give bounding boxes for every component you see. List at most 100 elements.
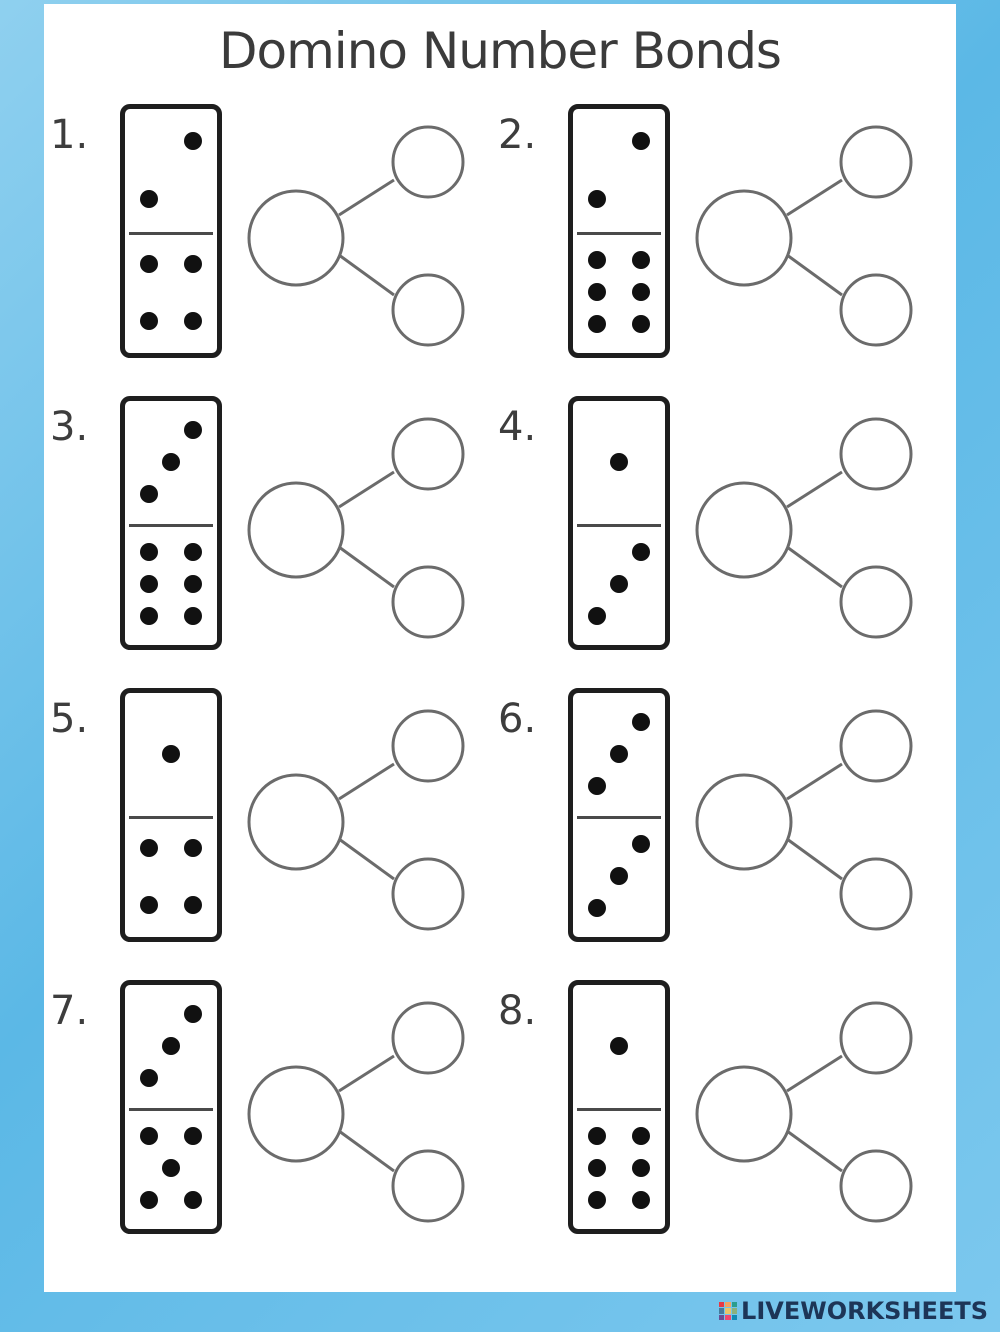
domino-pip <box>183 312 202 331</box>
domino-pip <box>588 250 607 269</box>
whole-circle[interactable] <box>695 481 793 579</box>
number-bond-diagram <box>247 1001 465 1223</box>
number-bond-diagram <box>695 1001 913 1223</box>
domino-pip <box>162 745 180 763</box>
part-circle-top[interactable] <box>839 709 913 783</box>
domino-pip <box>610 575 628 593</box>
domino-pip <box>162 453 180 471</box>
worksheet: Domino Number Bonds 1.2.3.4.5.6.7.8. <box>44 4 956 1292</box>
number-bond-diagram <box>247 125 465 347</box>
whole-circle[interactable] <box>695 189 793 287</box>
domino-tile <box>568 688 670 942</box>
domino-pip <box>631 542 650 561</box>
problem-number: 4. <box>498 404 537 450</box>
domino-pip <box>631 283 650 301</box>
part-circle-bottom[interactable] <box>839 1149 913 1223</box>
domino-divider <box>129 232 213 235</box>
part-circle-top[interactable] <box>839 417 913 491</box>
domino-problem: 7. <box>44 980 490 1250</box>
liveworksheets-logo: LIVEWORKSHEETS <box>719 1296 988 1326</box>
problem-number: 6. <box>498 696 537 742</box>
part-circle-bottom[interactable] <box>391 1149 465 1223</box>
part-circle-bottom[interactable] <box>391 273 465 347</box>
domino-problem: 5. <box>44 688 490 958</box>
domino-tile <box>120 396 222 650</box>
domino-pip <box>610 867 628 885</box>
part-circle-top[interactable] <box>391 709 465 783</box>
whole-circle[interactable] <box>247 1065 345 1163</box>
domino-pip <box>183 575 202 593</box>
whole-circle[interactable] <box>695 1065 793 1163</box>
part-circle-bottom[interactable] <box>839 565 913 639</box>
bond-connector-line <box>786 837 843 881</box>
domino-pip <box>140 839 159 858</box>
logo-grid-icon <box>719 1302 738 1320</box>
domino-pip <box>588 283 607 301</box>
part-circle-top[interactable] <box>839 125 913 199</box>
number-bond-diagram <box>695 125 913 347</box>
domino-pip <box>183 1126 202 1145</box>
domino-pip <box>140 485 159 504</box>
domino-pip <box>140 542 159 561</box>
part-circle-bottom[interactable] <box>839 273 913 347</box>
domino-pip <box>588 1159 607 1177</box>
whole-circle[interactable] <box>247 481 345 579</box>
domino-divider <box>577 524 661 527</box>
bond-connector-line <box>786 253 843 297</box>
domino-tile <box>120 104 222 358</box>
problem-number: 5. <box>50 696 89 742</box>
domino-divider <box>577 232 661 235</box>
domino-tile <box>120 980 222 1234</box>
part-circle-top[interactable] <box>839 1001 913 1075</box>
problem-number: 3. <box>50 404 89 450</box>
bond-connector-line <box>786 178 843 217</box>
domino-pip <box>610 745 628 763</box>
number-bond-diagram <box>695 709 913 931</box>
part-circle-bottom[interactable] <box>391 857 465 931</box>
bond-connector-line <box>786 1054 843 1093</box>
part-circle-bottom[interactable] <box>391 565 465 639</box>
part-circle-bottom[interactable] <box>839 857 913 931</box>
domino-pip <box>588 777 607 796</box>
logo-text: LIVEWORKSHEETS <box>741 1297 988 1325</box>
domino-pip <box>588 1191 607 1210</box>
domino-pip <box>183 542 202 561</box>
domino-pip <box>631 131 650 150</box>
bond-connector-line <box>338 762 395 801</box>
number-bond-diagram <box>695 417 913 639</box>
domino-pip <box>140 190 159 209</box>
bond-connector-line <box>786 1129 843 1173</box>
bond-connector-line <box>338 470 395 509</box>
part-circle-top[interactable] <box>391 125 465 199</box>
domino-pip <box>588 607 607 626</box>
domino-pip <box>588 190 607 209</box>
domino-pip <box>140 575 159 593</box>
bond-connector-line <box>338 545 395 589</box>
domino-pip <box>183 896 202 915</box>
part-circle-top[interactable] <box>391 1001 465 1075</box>
problem-number: 1. <box>50 112 89 158</box>
domino-pip <box>631 712 650 731</box>
domino-problem: 1. <box>44 104 490 374</box>
domino-pip <box>610 453 628 471</box>
domino-pip <box>140 607 159 626</box>
bond-connector-line <box>338 253 395 297</box>
number-bond-diagram <box>247 709 465 931</box>
problem-number: 7. <box>50 988 89 1034</box>
domino-problem: 6. <box>492 688 938 958</box>
domino-pip <box>140 896 159 915</box>
part-circle-top[interactable] <box>391 417 465 491</box>
domino-pip <box>631 315 650 334</box>
domino-pip <box>631 1159 650 1177</box>
bond-connector-line <box>338 178 395 217</box>
domino-pip <box>183 607 202 626</box>
bond-connector-line <box>786 470 843 509</box>
bond-connector-line <box>786 762 843 801</box>
whole-circle[interactable] <box>695 773 793 871</box>
domino-pip <box>140 1191 159 1210</box>
domino-tile <box>568 396 670 650</box>
domino-pip <box>140 1069 159 1088</box>
whole-circle[interactable] <box>247 189 345 287</box>
domino-pip <box>183 1191 202 1210</box>
whole-circle[interactable] <box>247 773 345 871</box>
